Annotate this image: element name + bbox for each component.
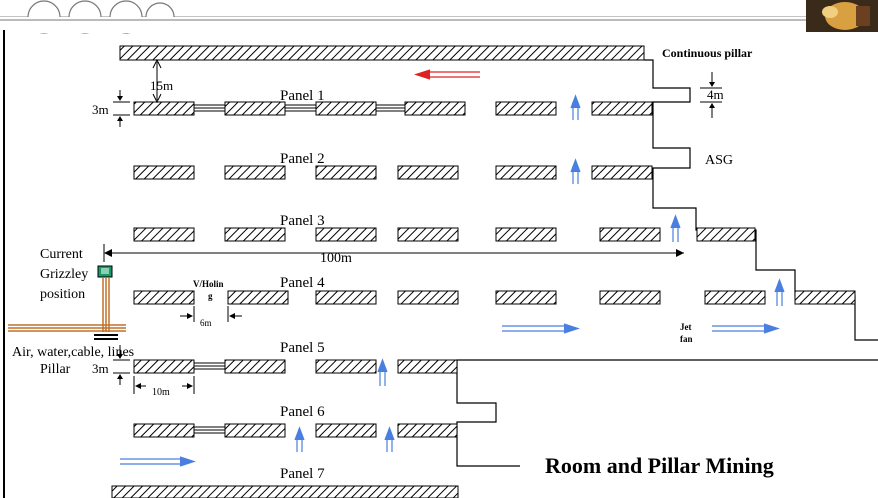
panel-label-5: Panel 5 xyxy=(280,340,325,356)
panel-label-7: Panel 7 xyxy=(280,466,325,482)
svg-text:Current: Current xyxy=(40,247,83,262)
airflow-arrow-up xyxy=(294,426,305,452)
grizzley-equipment: Current Grizzley position xyxy=(40,247,113,332)
panel-label-4: Panel 4 xyxy=(280,275,325,291)
svg-text:fan: fan xyxy=(680,334,693,344)
panel-label-3: Panel 3 xyxy=(280,213,325,229)
airflow-arrow-right xyxy=(120,456,196,467)
svg-text:3m: 3m xyxy=(92,102,109,117)
v-holing-dim: V/Holin g 6m xyxy=(180,279,242,328)
svg-text:15m: 15m xyxy=(150,78,173,93)
continuous-pillar xyxy=(119,45,645,61)
dim-3m-bottom: 3m xyxy=(92,345,130,385)
pillars xyxy=(111,101,856,498)
panel-label-2: Panel 2 xyxy=(280,151,325,167)
cut-lines xyxy=(194,104,405,434)
svg-text:10m: 10m xyxy=(152,387,170,398)
airflow-arrow-up xyxy=(377,358,388,386)
dim-15m: 15m xyxy=(150,58,173,104)
panel-label-6: Panel 6 xyxy=(280,404,325,420)
airflow-arrow-up xyxy=(570,158,581,184)
diagram-title: Room and Pillar Mining xyxy=(545,453,774,478)
airflow-arrows xyxy=(120,94,785,467)
svg-text:V/Holin: V/Holin xyxy=(193,279,224,289)
asg-label: ASG xyxy=(705,153,733,168)
svg-text:6m: 6m xyxy=(200,318,212,328)
miner-photo-icon xyxy=(806,0,878,32)
jet-fan-label: Jet fan xyxy=(680,322,693,344)
continuous-pillar-label: Continuous pillar xyxy=(662,46,753,60)
service-lines: Air, water,cable, lines Pillar xyxy=(8,324,134,377)
airflow-arrow-right xyxy=(712,323,780,334)
panel-labels: Panel 1 Panel 2 Panel 3 Panel 4 Panel 5 … xyxy=(280,88,325,482)
svg-text:3m: 3m xyxy=(92,361,109,376)
dim-4m: 4m xyxy=(700,72,724,118)
svg-text:Grizzley: Grizzley xyxy=(40,267,88,282)
svg-text:4m: 4m xyxy=(707,87,724,102)
svg-text:Jet: Jet xyxy=(680,322,692,332)
dim-100m: 100m xyxy=(103,244,684,266)
svg-text:100m: 100m xyxy=(320,251,352,266)
svg-text:g: g xyxy=(208,291,213,301)
dim-3m-top: 3m xyxy=(92,90,130,127)
airflow-arrow-up xyxy=(570,94,581,120)
reverse-airflow-arrow xyxy=(414,69,480,80)
header-decoration xyxy=(0,0,878,34)
airflow-arrow-up xyxy=(384,426,395,452)
svg-text:Air, water,cable, lines: Air, water,cable, lines xyxy=(12,345,134,360)
svg-text:Pillar: Pillar xyxy=(40,362,71,377)
svg-text:position: position xyxy=(40,287,85,302)
panel-label-1: Panel 1 xyxy=(280,88,325,104)
airflow-arrow-up xyxy=(774,278,785,306)
airflow-arrow-right xyxy=(502,323,580,334)
dim-10m: 10m xyxy=(133,376,195,398)
lower-outline xyxy=(456,359,878,467)
airflow-arrow-up xyxy=(670,214,681,242)
